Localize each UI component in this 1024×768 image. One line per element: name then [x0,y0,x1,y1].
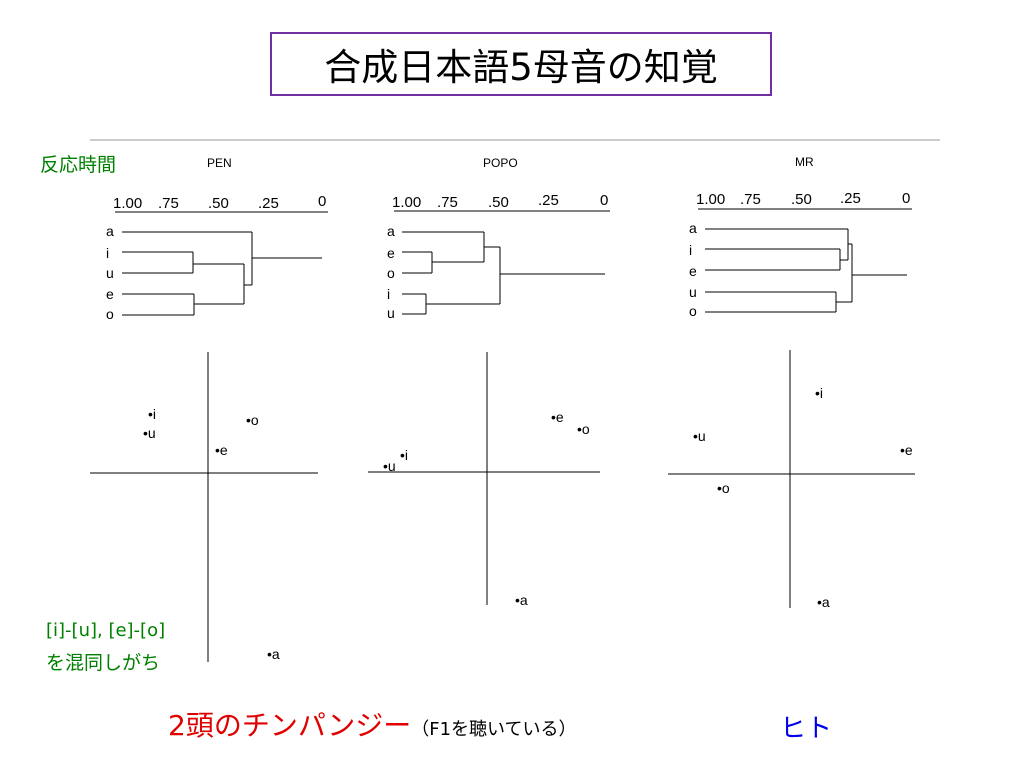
vowel-point: •o [717,480,730,496]
tick-label: .50 [791,191,812,208]
leaf-label: o [387,265,395,281]
leaf-label: o [689,303,697,319]
vowel-point: •e [900,442,913,458]
chimp-label: 2頭のチンパンジー（F1を聴いている） [168,704,576,744]
vowel-point: •e [551,409,564,425]
leaf-label: i [689,242,692,258]
dendrogram [705,228,907,313]
vowel-point: •u [693,428,706,444]
vowel-point: •o [577,421,590,437]
leaf-label: i [106,245,109,261]
panel-name: POPO [483,156,518,170]
vowel-point: •o [246,412,259,428]
dendrogram [122,231,322,316]
tick-label: 1.00 [113,195,142,212]
panel-mr: MR 1.00 .75 .50 .25 0 a i e u o •i •u •e… [668,155,915,610]
vowel-point: •a [817,594,830,610]
tick-label: 0 [318,193,326,210]
tick-label: 0 [902,190,910,207]
tick-label: .75 [158,195,179,212]
leaf-label: u [689,284,697,300]
vowel-point: •i [815,385,823,401]
vowel-point: •a [515,592,528,608]
leaf-label: e [387,245,395,261]
panel-name: PEN [207,156,232,170]
confusion-note-line2: を混同しがち [46,652,161,674]
leaf-label: i [387,286,390,302]
vowel-point: •u [143,425,156,441]
tick-label: .50 [208,195,229,212]
leaf-label: e [689,263,697,279]
chimp-label-main: 2頭のチンパンジー [168,709,412,742]
vowel-point: •e [215,442,228,458]
leaf-label: o [106,306,114,322]
vowel-point: •i [400,447,408,463]
panel-popo: POPO 1.00 .75 .50 .25 0 a e o i u •e •o … [368,156,610,608]
tick-label: .25 [840,190,861,207]
leaf-label: e [106,286,114,302]
leaf-label: u [106,265,114,281]
dendrogram [402,231,605,315]
title-box: 合成日本語5母音の知覚 [270,32,772,96]
tick-label: .75 [437,194,458,211]
leaf-label: a [106,223,114,239]
vowel-point: •u [383,458,396,474]
tick-label: .75 [740,191,761,208]
leaf-label: a [689,220,697,236]
chimp-label-sub: （F1を聴いている） [411,719,577,740]
leaf-label: a [387,223,395,239]
tick-label: .25 [538,192,559,209]
tick-label: 1.00 [392,194,421,211]
human-label: ヒト [780,714,833,744]
tick-label: .50 [488,194,509,211]
panel-name: MR [795,155,814,169]
leaf-label: u [387,305,395,321]
tick-label: 0 [600,192,608,209]
reaction-time-label: 反応時間 [40,154,117,176]
vowel-point: •i [148,406,156,422]
vowel-point: •a [267,646,280,662]
tick-label: 1.00 [696,191,725,208]
tick-label: .25 [258,195,279,212]
confusion-note-line1: [i]-[u], [e]-[o] [46,620,166,641]
panel-pen: PEN 1.00 .75 .50 .25 0 a i u e o •i •u •… [90,156,328,662]
page-title: 合成日本語5母音の知覚 [324,46,718,89]
